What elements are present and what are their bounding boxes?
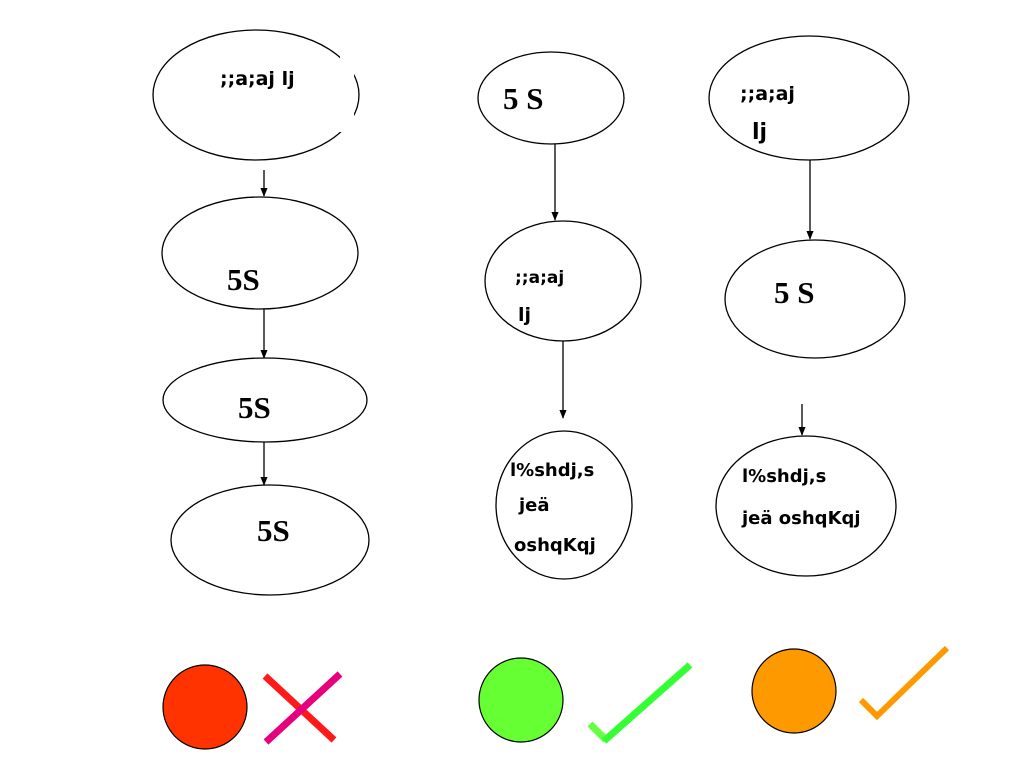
col1-node-1-label: ;;a;aj lj [220,68,295,90]
col3-node-1-line1: ;;a;aj [740,83,795,105]
col3-node-2-label: 5 S [774,275,815,310]
col3-node-3 [715,435,897,577]
col1-node-1 [152,29,360,161]
col3-node-3-line2: jeä oshqKqj [742,508,861,529]
col3-status-dot [751,648,837,734]
col3-node-1-line2: lj [752,120,768,145]
col2-node-3-line1: l%shdj,s [510,460,595,481]
col2-node-3-line2: jeä [519,495,550,516]
col1-node-4 [170,484,370,596]
column-1 [152,29,370,596]
col2-node-3-line3: oshqKqj [514,535,596,556]
col2-node-3 [495,430,633,580]
col1-node-2-label: 5S [227,262,260,297]
cross-icon [262,671,343,745]
column-3 [708,35,910,577]
col1-node-1-gap [340,46,354,132]
col1-node-3-label: 5S [238,390,271,425]
check-icon-orange [858,645,950,721]
col3-node-3-line1: l%shdj,s [742,466,827,487]
check-icon [587,662,693,744]
col3-node-1 [708,35,910,161]
status-row [162,645,950,750]
col2-status-dot [478,657,564,743]
col2-node-1-label: 5 S [503,81,544,116]
col1-status-dot [162,664,248,750]
col2-node-2-line1: ;;a;aj [515,268,565,288]
column-2 [477,51,642,580]
col3-node-2 [724,239,906,359]
col2-node-2-line2: lj [518,304,532,326]
col1-node-4-label: 5S [257,513,290,548]
col1-node-2 [161,196,359,310]
col2-node-1 [477,51,625,145]
